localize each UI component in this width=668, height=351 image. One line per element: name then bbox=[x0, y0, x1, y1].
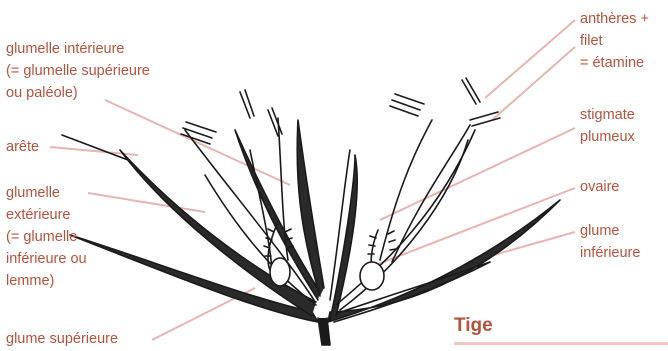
label-glumelle-exterieure: glumelle extérieure (= glumelle inférieu… bbox=[6, 182, 87, 292]
section-heading: Tige bbox=[454, 315, 493, 337]
arete-shape bbox=[62, 135, 128, 160]
label-glumelle-interieure: glumelle intérieure (= glumelle supérieu… bbox=[6, 38, 150, 104]
glume-inferieure-shape bbox=[328, 200, 560, 322]
leader-stigmate bbox=[380, 128, 575, 220]
section-heading-rule bbox=[454, 342, 668, 345]
label-antheres: anthères + filet = étamine bbox=[580, 8, 649, 74]
anther-right-3 bbox=[470, 112, 500, 126]
anther-left-1 bbox=[181, 122, 216, 144]
spikelet-drawing bbox=[62, 78, 560, 345]
ovary-right bbox=[360, 262, 384, 290]
anther-left-3 bbox=[268, 108, 282, 136]
label-arete: arête bbox=[6, 136, 39, 158]
label-glume-inferieure: glume inférieure bbox=[580, 220, 640, 264]
anther-right-1 bbox=[390, 94, 424, 116]
leader-glumelle-interieure bbox=[105, 100, 290, 185]
leader-arete bbox=[50, 147, 138, 155]
label-ovaire: ovaire bbox=[580, 176, 620, 198]
anther-left-2 bbox=[240, 90, 254, 118]
leader-antheres-2 bbox=[492, 47, 575, 120]
label-glume-superieure: glume supérieure bbox=[6, 328, 118, 350]
leader-glumelle-exterieure bbox=[88, 193, 205, 212]
ovary-left bbox=[270, 258, 290, 286]
anther-right-2 bbox=[462, 78, 480, 104]
label-stigmate: stigmate plumeux bbox=[580, 104, 635, 148]
